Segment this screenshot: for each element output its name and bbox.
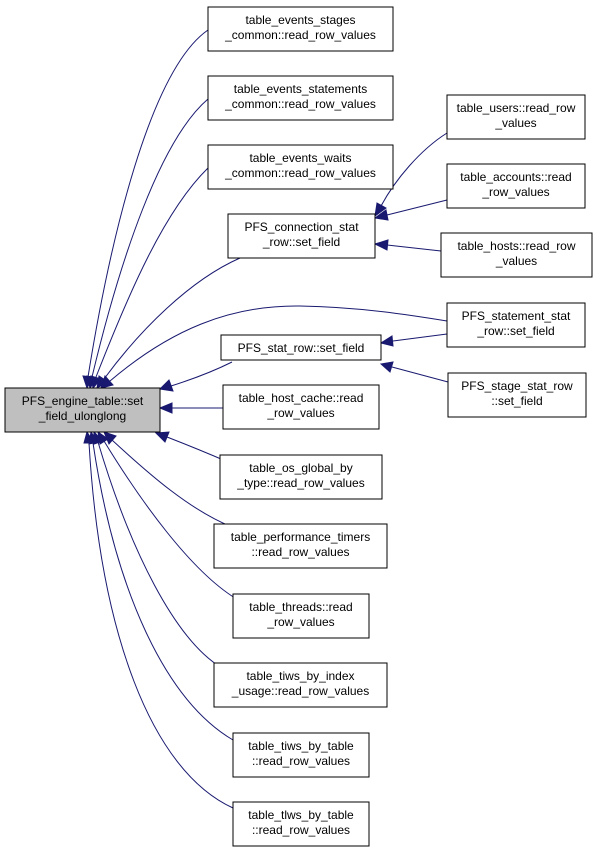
edge-stat-row-from-stage xyxy=(379,361,449,383)
edge-tiws-table xyxy=(88,430,234,741)
edge-hosts xyxy=(373,239,442,252)
node-accounts-line1: table_accounts::read xyxy=(460,170,571,184)
edge-users xyxy=(374,132,448,218)
node-stage-stat-line2: ::set_field xyxy=(491,394,542,408)
node-statement-stat-line2: _row::set_field xyxy=(476,324,554,338)
node-tiws-table[interactable]: table_tiws_by_table ::read_row_values xyxy=(232,732,370,778)
edge-tlws-table xyxy=(83,430,234,809)
edge-statement-stat xyxy=(100,305,448,389)
node-tlws-table-line1: table_tlws_by_table xyxy=(248,808,354,822)
node-os-global-line1: table_os_global_by xyxy=(249,461,352,475)
edge-tiws-index xyxy=(93,430,223,669)
node-tlws-table-line2: ::read_row_values xyxy=(252,823,350,837)
node-events-statements-line1: table_events_statements xyxy=(234,82,367,96)
edge-threads xyxy=(97,430,236,599)
node-events-waits-line1: table_events_waits xyxy=(249,151,351,165)
node-users-line1: table_users::read_row xyxy=(457,101,576,115)
node-events-statements-line2: _common::read_row_values xyxy=(224,97,376,111)
edge-events-statements xyxy=(86,98,209,390)
node-stat-row[interactable]: PFS_stat_row::set_field xyxy=(220,334,382,361)
node-threads[interactable]: table_threads::read _row_values xyxy=(232,593,370,639)
node-connection-stat-line1: PFS_connection_stat xyxy=(244,220,359,234)
node-statement-stat-line1: PFS_statement_stat xyxy=(462,309,571,323)
node-perf-timers-line1: table_performance_timers xyxy=(231,530,370,544)
node-events-statements[interactable]: table_events_statements _common::read_ro… xyxy=(207,75,394,121)
node-stage-stat[interactable]: PFS_stage_stat_row ::set_field xyxy=(447,372,587,418)
edge-os-global xyxy=(154,431,229,463)
node-statement-stat[interactable]: PFS_statement_stat _row::set_field xyxy=(446,302,586,348)
node-stage-stat-line1: PFS_stage_stat_row xyxy=(461,379,573,393)
node-root-line2: _field_ulonglong xyxy=(38,409,126,423)
node-tiws-index[interactable]: table_tiws_by_index _usage::read_row_val… xyxy=(213,662,388,708)
node-connection-stat[interactable]: PFS_connection_stat _row::set_field xyxy=(227,213,376,259)
node-events-waits-line2: _common::read_row_values xyxy=(224,166,376,180)
node-connection-stat-line2: _row::set_field xyxy=(262,235,340,249)
node-os-global-line2: _type::read_row_values xyxy=(236,476,364,490)
edge-stat-row-from-statement xyxy=(379,333,448,347)
edge-host-cache xyxy=(158,402,223,414)
node-hosts-line1: table_hosts::read_row xyxy=(457,239,575,253)
node-tlws-table[interactable]: table_tlws_by_table ::read_row_values xyxy=(232,801,370,847)
node-users-line2: _values xyxy=(494,116,536,130)
node-host-cache[interactable]: table_host_cache::read _row_values xyxy=(222,384,380,430)
node-threads-line2: _row_values xyxy=(266,615,334,629)
edge-perf-timers xyxy=(103,431,233,528)
node-users[interactable]: table_users::read_row _values xyxy=(446,94,586,140)
node-threads-line1: table_threads::read xyxy=(249,600,352,614)
node-tiws-table-line1: table_tiws_by_table xyxy=(248,739,354,753)
edge-events-stages xyxy=(82,29,209,390)
node-accounts-line2: _row_values xyxy=(481,185,549,199)
node-perf-timers[interactable]: table_performance_timers ::read_row_valu… xyxy=(213,523,388,569)
node-events-waits[interactable]: table_events_waits _common::read_row_val… xyxy=(207,144,394,190)
edge-stat-row xyxy=(158,361,233,392)
node-events-stages-line1: table_events_stages xyxy=(245,13,355,27)
node-root-line1: PFS_engine_table::set xyxy=(22,394,144,408)
node-stat-row-line1: PFS_stat_row::set_field xyxy=(238,341,365,355)
edge-accounts xyxy=(373,199,448,221)
node-os-global[interactable]: table_os_global_by _type::read_row_value… xyxy=(219,454,383,500)
node-root[interactable]: PFS_engine_table::set _field_ulonglong xyxy=(4,387,161,433)
edge-events-waits xyxy=(90,167,209,390)
node-tiws-index-line2: _usage::read_row_values xyxy=(231,684,369,698)
node-tiws-table-line2: ::read_row_values xyxy=(252,754,350,768)
node-hosts-line2: _values xyxy=(495,254,537,268)
node-host-cache-line2: _row_values xyxy=(266,406,334,420)
node-hosts[interactable]: table_hosts::read_row _values xyxy=(440,232,593,278)
node-accounts[interactable]: table_accounts::read _row_values xyxy=(446,163,586,209)
node-tiws-index-line1: table_tiws_by_index xyxy=(246,669,354,683)
node-host-cache-line1: table_host_cache::read xyxy=(239,391,364,405)
node-events-stages-line2: _common::read_row_values xyxy=(224,28,376,42)
node-events-stages[interactable]: table_events_stages _common::read_row_va… xyxy=(207,6,394,52)
node-perf-timers-line2: ::read_row_values xyxy=(251,545,349,559)
